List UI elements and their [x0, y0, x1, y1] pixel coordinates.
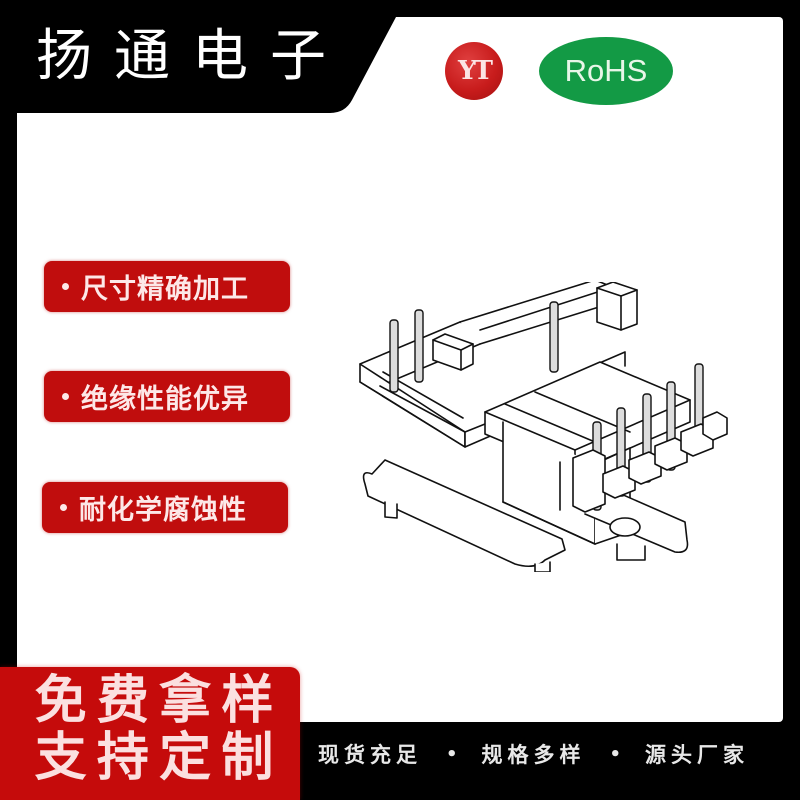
brand-title-char: 子: [270, 24, 326, 89]
yt-logo-text: YT: [458, 56, 493, 86]
feature-badge-insulation: 绝缘性能优异: [44, 371, 290, 422]
brand-title-char: 扬: [36, 24, 92, 89]
bullet-icon: [62, 393, 69, 400]
bullet-icon: [62, 283, 69, 290]
promo-char: 免: [34, 671, 87, 731]
promo-char: 定: [159, 728, 212, 788]
promo-line-free-sample: 免 费 拿 样: [34, 673, 274, 729]
promo-char: 拿: [159, 671, 212, 731]
rohs-badge-text: RoHS: [564, 53, 648, 88]
feature-badge-precision: 尺寸精确加工: [44, 261, 290, 312]
promo-char: 持: [96, 728, 149, 788]
promo-char: 费: [96, 671, 149, 731]
promo-line-customization: 支 持 定 制: [34, 730, 274, 786]
brand-title: 扬 通 电 子: [36, 24, 326, 90]
promo-banner: [0, 667, 300, 800]
brand-title-char: 通: [114, 24, 170, 89]
transformer-bobbin-drawing-icon: [359, 282, 728, 572]
bullet-icon: [60, 504, 67, 511]
promo-char: 样: [221, 671, 274, 731]
footer-item-factory: 源头厂家: [645, 743, 750, 767]
feature-label: 尺寸精确加工: [81, 274, 249, 305]
yt-logo-icon: YT: [445, 42, 503, 100]
footer-separator: •: [609, 744, 622, 765]
promo-char: 支: [34, 728, 87, 788]
feature-badge-chemical-resistance: 耐化学腐蚀性: [42, 482, 288, 533]
footer-slogan: 现货充足 • 规格多样 • 源头厂家: [318, 740, 749, 770]
brand-title-char: 电: [192, 24, 248, 89]
footer-item-specs: 规格多样: [481, 743, 586, 767]
feature-label: 绝缘性能优异: [81, 384, 249, 415]
footer-item-stock: 现货充足: [318, 743, 422, 767]
header-background: [0, 0, 400, 113]
rohs-badge-icon: RoHS: [539, 37, 673, 105]
feature-label: 耐化学腐蚀性: [79, 495, 247, 526]
promo-char: 制: [221, 728, 274, 788]
footer-separator: •: [446, 744, 458, 765]
